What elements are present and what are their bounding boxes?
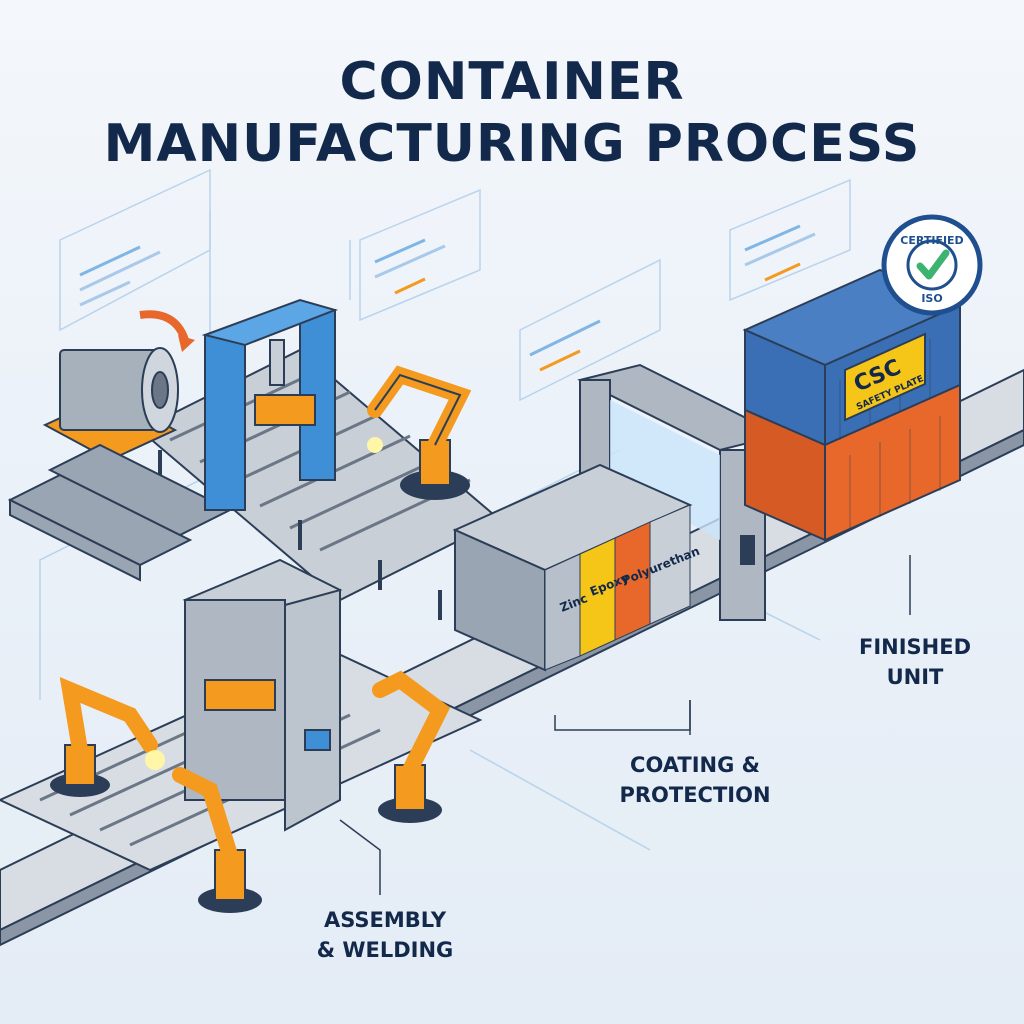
coated-container: Zinc Epoxy Polyurethan <box>452 463 702 672</box>
label-leader-lines <box>339 555 911 895</box>
robot-arm-upper <box>367 365 472 500</box>
robot-arm-lower-left <box>50 677 165 797</box>
stage-label-coating-line-1: COATING & <box>630 753 760 777</box>
stage-label-finished-line-2: UNIT <box>886 665 944 689</box>
robot-arm-lower-center <box>172 767 262 913</box>
page-title-line-1: CONTAINER <box>339 52 685 112</box>
check-icon <box>916 249 950 280</box>
stamp-top-text: CERTIFIED <box>900 234 963 247</box>
stage-label-finished: FINISHED UNIT <box>840 632 990 692</box>
stage-label-assembly-line-1: ASSEMBLY <box>323 908 447 932</box>
steel-coil <box>42 310 195 462</box>
robot-arm-lower-right <box>372 670 451 823</box>
lower-press-machine <box>182 558 343 832</box>
press-machine <box>201 298 339 511</box>
steel-beams <box>7 443 233 582</box>
stage-label-coating-line-2: PROTECTION <box>619 783 771 807</box>
info-panel-dashes <box>79 224 816 372</box>
stage-label-assembly: ASSEMBLY & WELDING <box>300 905 470 965</box>
page-title-line-2: MANUFACTURING PROCESS <box>103 114 921 174</box>
stage-label-assembly-line-2: & WELDING <box>316 938 454 962</box>
stage-label-finished-line-1: FINISHED <box>858 635 972 659</box>
stage-label-coating: COATING & PROTECTION <box>605 750 785 810</box>
stamp-bottom-text: ISO <box>921 292 942 305</box>
certified-iso-stamp: CERTIFIED ISO <box>881 214 983 316</box>
